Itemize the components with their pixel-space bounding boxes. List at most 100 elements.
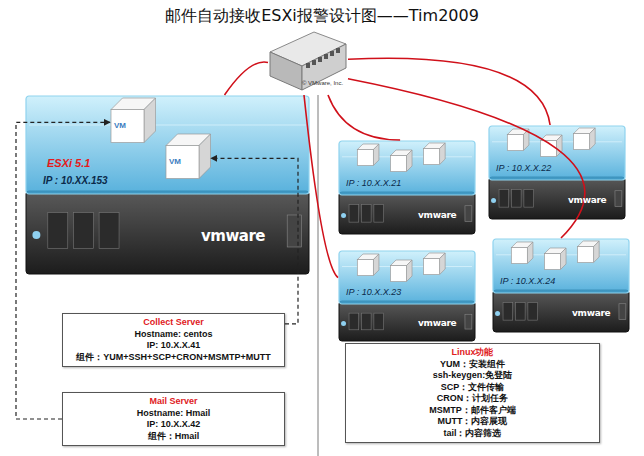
switch-port <box>336 48 340 53</box>
switch-front <box>270 52 302 90</box>
box-heading: Collect Server <box>143 317 204 329</box>
vm-cube-side <box>373 144 379 166</box>
vm-cube-front <box>544 254 560 270</box>
vm-cube-front <box>424 149 440 165</box>
vm-cube-side <box>590 128 596 150</box>
drive-bay <box>524 190 534 208</box>
vm-illustration <box>110 97 156 143</box>
box-heading: Linux功能 <box>452 347 494 359</box>
server-top-slab <box>339 141 475 195</box>
drive-bay <box>511 190 521 208</box>
box-line: Hostname: centos <box>134 329 212 341</box>
switch-port <box>312 60 316 65</box>
server-illustration <box>338 250 476 342</box>
drive-bay <box>499 190 509 208</box>
switch-illustration <box>268 30 348 95</box>
vm-illustration <box>165 133 211 179</box>
vm-cube-front <box>390 156 406 172</box>
drive-bay <box>374 205 384 223</box>
power-light <box>341 213 346 218</box>
side-handle <box>465 206 472 222</box>
vm-cube-side <box>594 241 600 263</box>
vm-cube-front <box>424 259 440 275</box>
side-handle <box>615 191 622 207</box>
power-light <box>495 311 500 316</box>
drive-bay <box>349 313 359 330</box>
box-line: MSMTP：邮件客户端 <box>429 405 516 417</box>
vm-cube-side <box>199 134 211 179</box>
vm-cube-front <box>390 266 406 282</box>
esxi-host: IP : 10.X.X.23vmware <box>338 250 476 342</box>
server-illustration <box>25 95 310 275</box>
box-line: ssh-keygen:免登陆 <box>433 370 513 382</box>
network-cable <box>304 95 338 278</box>
dashed-arrow <box>211 158 298 323</box>
power-light <box>491 198 496 203</box>
server-body <box>339 192 475 234</box>
drive-bay <box>374 313 384 330</box>
network-cable <box>348 79 585 238</box>
server-body <box>339 301 475 341</box>
drive-bay <box>515 303 525 321</box>
drive-bay <box>99 213 119 249</box>
vm-cube-side <box>527 242 533 264</box>
info-box: Linux功能YUM：安装组件ssh-keygen:免登陆SCP：文件传输CRO… <box>345 343 600 443</box>
drive-bay <box>503 303 513 321</box>
box-line: Hostname: Hmail <box>137 408 211 420</box>
box-line: CRON：计划任务 <box>437 393 509 405</box>
vm-cube-side <box>560 248 566 270</box>
box-line: YUM：安装组件 <box>440 359 505 371</box>
vm-cube-side <box>440 253 446 275</box>
vm-cube-front <box>111 110 144 143</box>
esxi-host: IP : 10.X.X.21vmware <box>338 140 476 235</box>
drive-bay <box>73 213 93 249</box>
vm-cube-front <box>511 248 527 264</box>
server-body <box>489 177 625 219</box>
switch-side <box>302 44 346 90</box>
box-line: IP: 10.X.X.41 <box>147 340 201 352</box>
server-illustration <box>488 125 626 220</box>
drive-bay <box>361 313 371 330</box>
network-cable <box>225 62 269 95</box>
vm-cube-front <box>574 134 590 150</box>
box-line: MUTT：内容展现 <box>438 416 508 428</box>
info-box: Mail ServerHostname: HmailIP: 10.X.X.42组… <box>62 392 285 446</box>
drive-bay <box>349 205 359 223</box>
drive-bay <box>361 205 371 223</box>
switch-port <box>330 51 334 56</box>
switch-port <box>324 54 328 59</box>
drive-bay <box>48 213 68 249</box>
vm-cube-front <box>166 146 199 179</box>
esxi-host: IP : 10.X.X.22vmware <box>488 125 626 220</box>
vm-cube-front <box>357 150 373 166</box>
vm-cube-front <box>357 260 373 276</box>
vm-cube-front <box>578 247 594 263</box>
esxi-host: ESXi 5.1IP : 10.XX.153vmwareVMVM <box>25 95 310 275</box>
vm-cube-side <box>440 143 446 165</box>
server-body <box>493 290 629 332</box>
box-line: 组件：Hmail <box>148 431 200 443</box>
power-light <box>32 231 40 239</box>
network-cable <box>328 95 400 140</box>
box-line: tail：内容筛选 <box>443 428 501 440</box>
server-illustration <box>338 140 476 235</box>
server-top-slab <box>339 251 475 304</box>
vm-cube-side <box>523 129 529 151</box>
network-cable <box>348 58 550 125</box>
box-line: 组件：YUM+SSH+SCP+CRON+MSMTP+MUTT <box>76 352 270 364</box>
server-body <box>26 191 309 274</box>
vm-cube: VM <box>110 97 156 143</box>
vm-cube-side <box>373 254 379 276</box>
info-box: Collect ServerHostname: centosIP: 10.X.X… <box>62 313 285 367</box>
vm-cube: VM <box>165 133 211 179</box>
side-handle <box>287 215 301 247</box>
vm-cube-side <box>556 135 562 157</box>
side-handle <box>619 304 626 320</box>
dashed-arrow <box>16 122 110 419</box>
network-switch: © VMware, Inc. <box>268 30 348 95</box>
server-top-slab <box>489 126 625 180</box>
network-trunk-line <box>318 95 319 456</box>
switch-port <box>306 63 310 68</box>
vm-cube-side <box>144 98 156 143</box>
